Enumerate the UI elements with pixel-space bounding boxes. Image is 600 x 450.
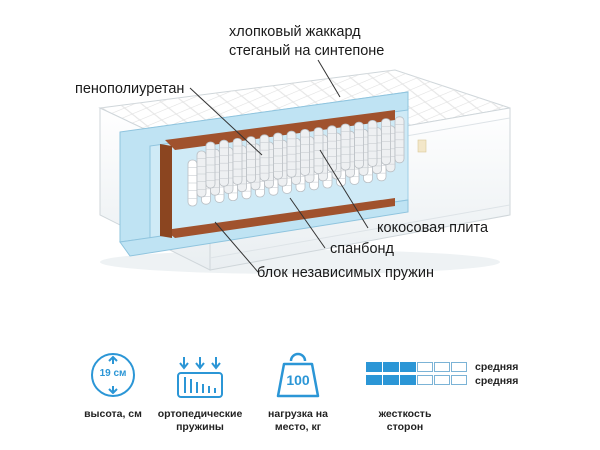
firmness-side2-label: средняя: [475, 375, 519, 387]
label-foam: пенополиуретан: [75, 81, 185, 97]
height-caption: высота, см: [84, 408, 142, 420]
firmness-cell: [383, 362, 399, 372]
orthopedic-caption-2: пружины: [176, 421, 224, 433]
firmness-cell: [417, 375, 433, 385]
firmness-side1-label: средняя: [475, 361, 519, 373]
firmness-cell: [434, 375, 450, 385]
firmness-cell: [451, 362, 467, 372]
label-jacquard-1: хлопковый жаккард: [229, 24, 361, 40]
mattress-illustration: [98, 69, 511, 274]
load-badge: 100: [286, 372, 310, 388]
firmness-cell: [434, 362, 450, 372]
firmness-cell: [451, 375, 467, 385]
firmness-caption-2: сторон: [386, 421, 424, 433]
firmness-caption-1: жесткость: [378, 408, 432, 420]
firmness-scale-icon: [366, 362, 468, 385]
height-badge: 19 см: [99, 368, 127, 379]
orthopedic-caption-1: ортопедические: [157, 408, 243, 420]
height-arrows-icon: [91, 353, 135, 397]
spring-block: [187, 116, 405, 207]
firmness-cell: [417, 362, 433, 372]
label-jacquard-2: стеганый на синтепоне: [229, 43, 385, 59]
leader-lines: [189, 59, 369, 273]
load-caption-1: нагрузка на: [268, 408, 328, 420]
weight-icon: [276, 352, 320, 398]
firmness-cell: [383, 375, 399, 385]
firmness-cell: [400, 375, 416, 385]
firmness-cell: [366, 362, 382, 372]
firmness-cell: [366, 375, 382, 385]
label-coconut: кокосовая плита: [377, 220, 489, 236]
load-caption-2: место, кг: [274, 421, 322, 433]
firmness-row-side1: [366, 362, 468, 372]
label-spunbond: спанбонд: [330, 241, 395, 257]
firmness-row-side2: [366, 375, 468, 385]
orthopedic-springs-icon: [177, 357, 223, 398]
firmness-cell: [400, 362, 416, 372]
label-springs: блок независимых пружин: [257, 265, 434, 281]
